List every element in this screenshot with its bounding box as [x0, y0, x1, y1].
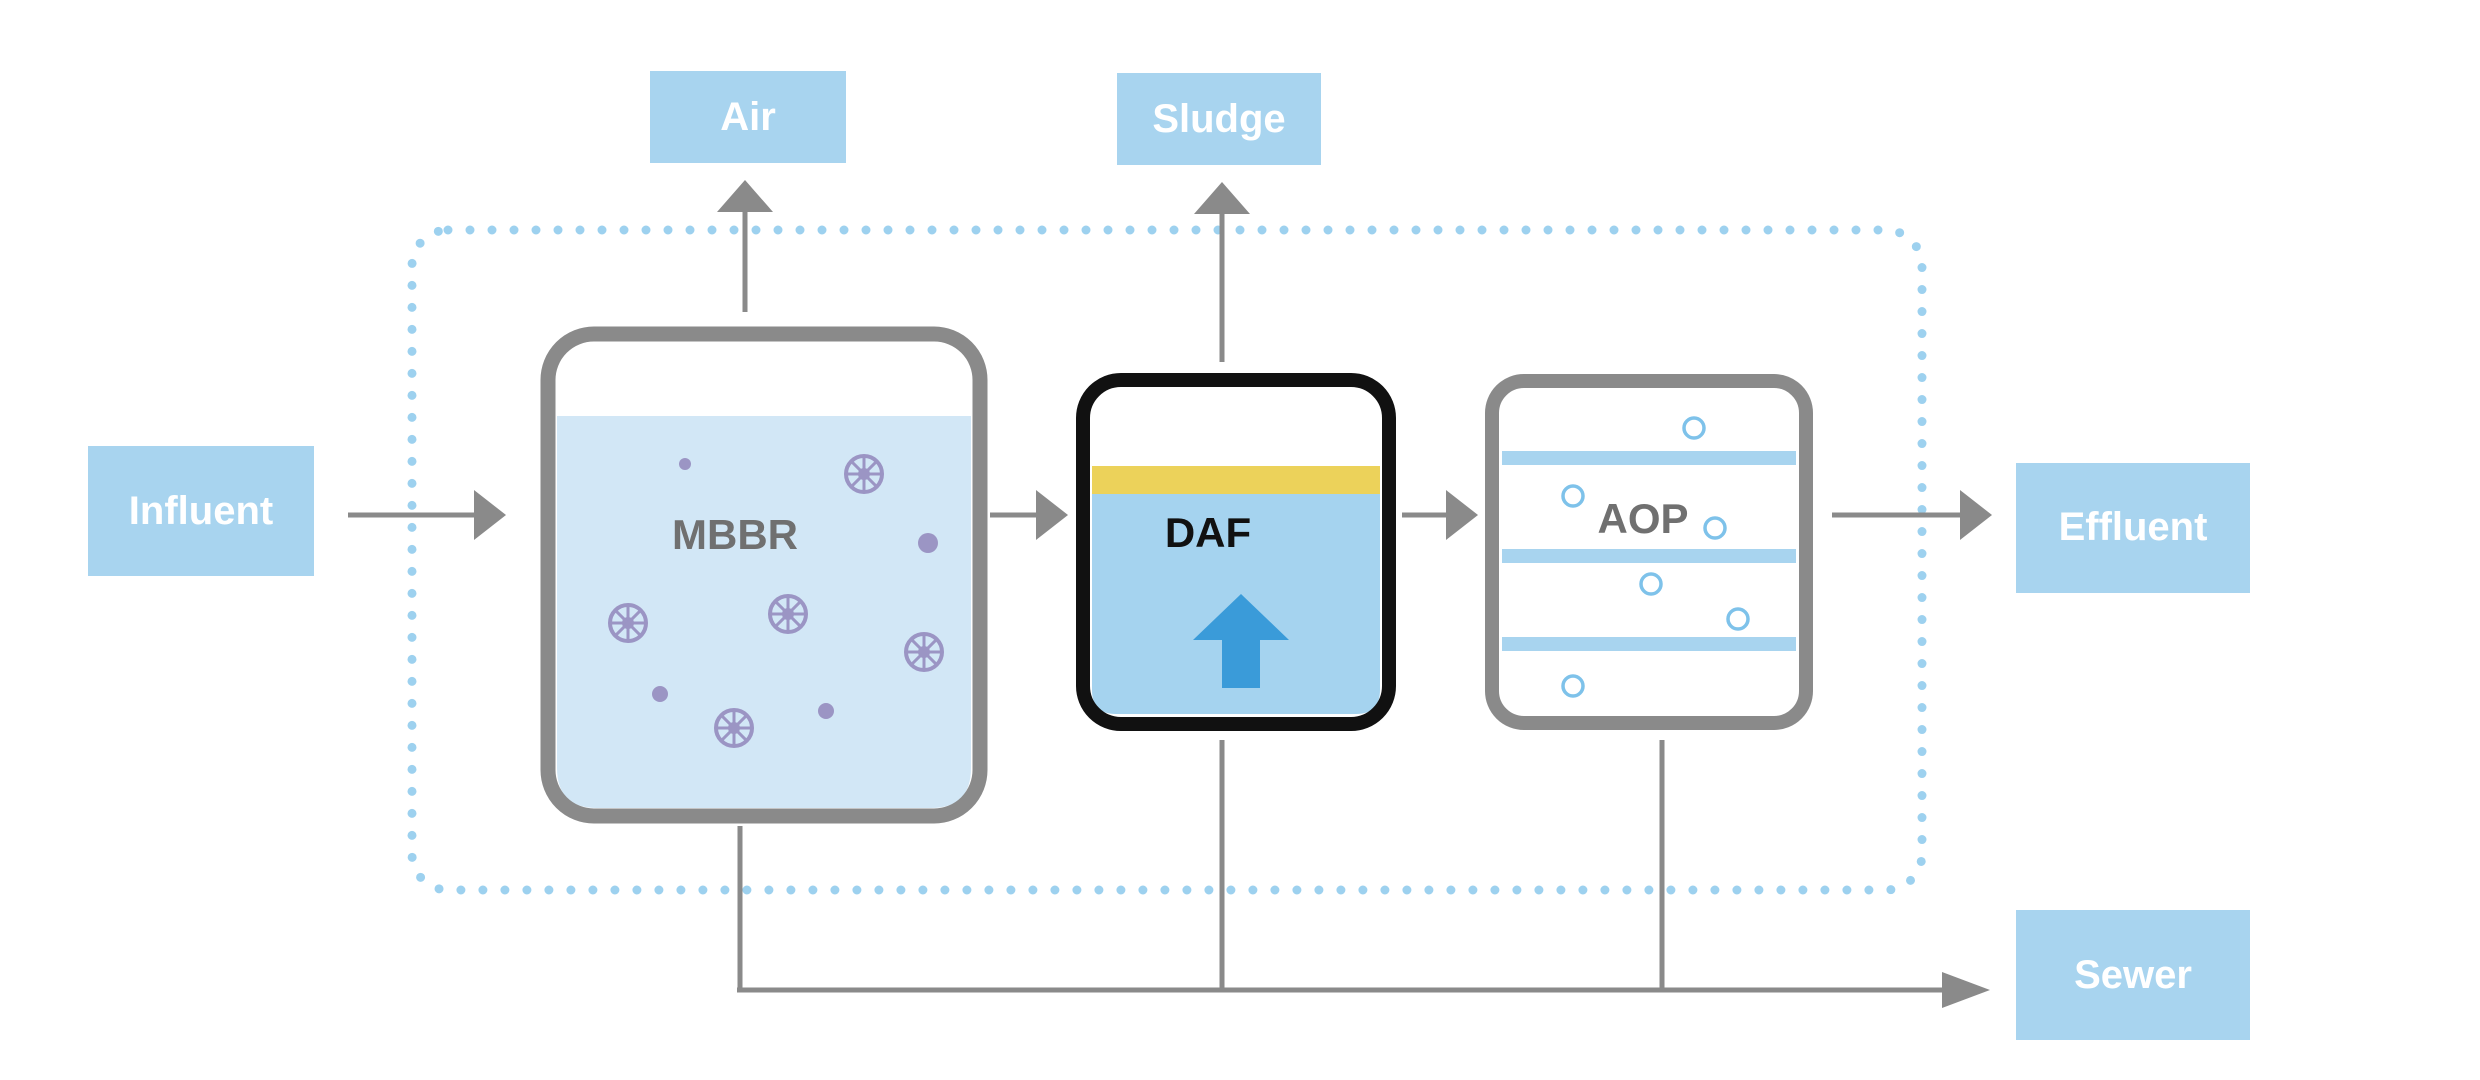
arrowhead-mbbr — [474, 490, 506, 540]
daf-label: DAF — [1165, 509, 1251, 556]
arrowhead-aop — [1446, 490, 1478, 540]
effluent-label: Effluent — [2059, 505, 2208, 549]
air-label: Air — [720, 95, 776, 139]
aop-tank: AOP — [1485, 374, 1813, 730]
bubble-icon — [1639, 572, 1663, 596]
dot-icon — [652, 686, 668, 702]
dot-icon — [818, 703, 834, 719]
bubble-icon — [1561, 674, 1585, 698]
daf-froth-layer — [1092, 466, 1380, 494]
dot-icon — [918, 533, 938, 553]
daf-tank-wall — [1076, 373, 1396, 731]
system-boundary — [407, 225, 1927, 895]
daf-tank: DAF — [1076, 373, 1396, 731]
influent-box: Influent — [88, 446, 314, 576]
sewer-box: Sewer — [2016, 910, 2250, 1040]
aop-tank-wall — [1485, 374, 1813, 730]
mbbr-media — [608, 454, 944, 748]
bubble-icon — [1561, 484, 1585, 508]
mbbr-water — [557, 416, 971, 808]
mbbr-tank: MBBR — [540, 326, 988, 824]
mbbr-tank-wall — [540, 326, 988, 824]
flow-arrows — [348, 180, 1992, 1008]
wheel-carrier-icon — [608, 603, 648, 643]
wheel-carrier-icon — [714, 708, 754, 748]
dot-icon — [679, 458, 691, 470]
bubble-icon — [1703, 516, 1727, 540]
wheel-carrier-icon — [844, 454, 884, 494]
influent-label: Influent — [129, 489, 273, 533]
sludge-box: Sludge — [1117, 73, 1321, 165]
wheel-carrier-icon — [904, 632, 944, 672]
sludge-label: Sludge — [1152, 97, 1285, 141]
bubble-icon — [1682, 416, 1706, 440]
aop-bubbles — [1561, 416, 1750, 698]
arrowhead-sewer — [1942, 972, 1990, 1008]
arrowhead-daf — [1036, 490, 1068, 540]
bubble-icon — [1726, 607, 1750, 631]
arrowhead-sludge — [1194, 182, 1250, 214]
up-arrow-icon — [1193, 594, 1289, 688]
aop-lamp-bar — [1502, 451, 1796, 465]
effluent-box: Effluent — [2016, 463, 2250, 593]
arrowhead-effluent — [1960, 490, 1992, 540]
mbbr-label: MBBR — [672, 511, 798, 558]
aop-lamp-bar — [1502, 637, 1796, 651]
sewer-label: Sewer — [2074, 953, 2192, 997]
aop-lamp-bar — [1502, 549, 1796, 563]
arrowhead-air — [717, 180, 773, 212]
wheel-carrier-icon — [768, 594, 808, 634]
air-box: Air — [650, 71, 846, 163]
aop-label: AOP — [1597, 495, 1688, 542]
